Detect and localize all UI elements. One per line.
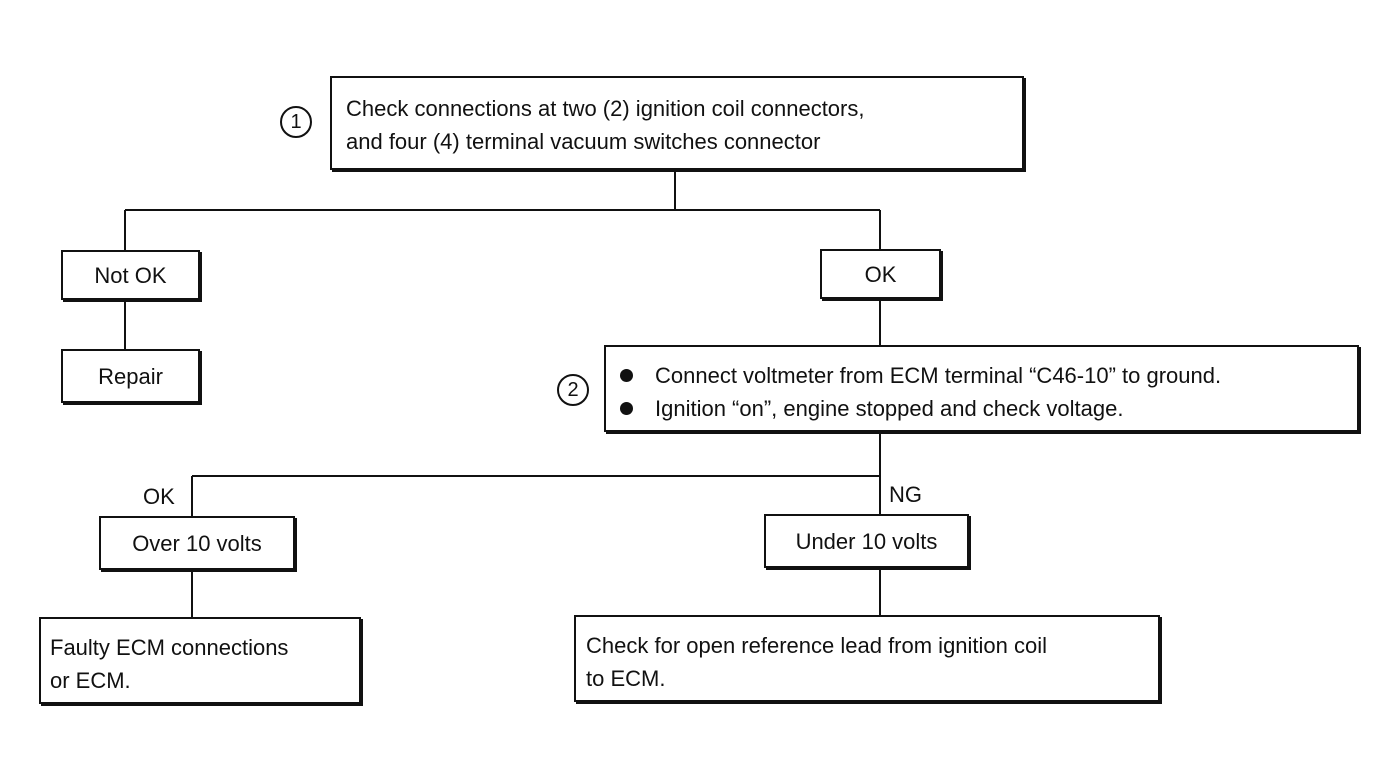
voltmeter-check-bullet-1: Connect voltmeter from ECM terminal “C46… [620, 359, 1349, 392]
bullet-icon [620, 402, 633, 415]
over-10-volts-label: Over 10 volts [132, 530, 262, 556]
check-connections-line-2: and four (4) terminal vacuum switches co… [346, 129, 821, 154]
repair-box: Repair [61, 349, 200, 403]
voltmeter-check-bullet-2: Ignition “on”, engine stopped and check … [620, 392, 1349, 425]
voltmeter-check-box: Connect voltmeter from ECM terminal “C46… [604, 345, 1359, 432]
not-ok-box: Not OK [61, 250, 200, 300]
ok-branch-label: OK [143, 484, 175, 509]
open-reference-lead-box: Check for open reference lead from ignit… [574, 615, 1160, 702]
check-connections-line-1: Check connections at two (2) ignition co… [346, 96, 865, 121]
under-10-volts-label: Under 10 volts [795, 528, 938, 554]
under-10-volts-box: Under 10 volts [764, 514, 969, 568]
faulty-ecm-line-2: or ECM. [50, 668, 131, 693]
open-reference-lead-line-2: to ECM. [586, 666, 666, 691]
ng-branch-label: NG [889, 482, 922, 507]
repair-label: Repair [98, 363, 163, 389]
step-2-marker: 2 [557, 374, 589, 406]
faulty-ecm-box: Faulty ECM connections or ECM. [39, 617, 361, 704]
open-reference-lead-line-1: Check for open reference lead from ignit… [586, 633, 1048, 658]
voltmeter-check-text-2: Ignition “on”, engine stopped and check … [655, 396, 1124, 421]
over-10-volts-box: Over 10 volts [99, 516, 295, 570]
voltmeter-check-text-1: Connect voltmeter from ECM terminal “C46… [655, 363, 1222, 388]
ok-label: OK [864, 261, 897, 287]
not-ok-label: Not OK [94, 262, 167, 288]
faulty-ecm-line-1: Faulty ECM connections [50, 635, 289, 660]
step-1-marker: 1 [280, 106, 312, 138]
bullet-icon [620, 369, 633, 382]
ok-box: OK [820, 249, 941, 299]
check-connections-box: Check connections at two (2) ignition co… [330, 76, 1024, 170]
